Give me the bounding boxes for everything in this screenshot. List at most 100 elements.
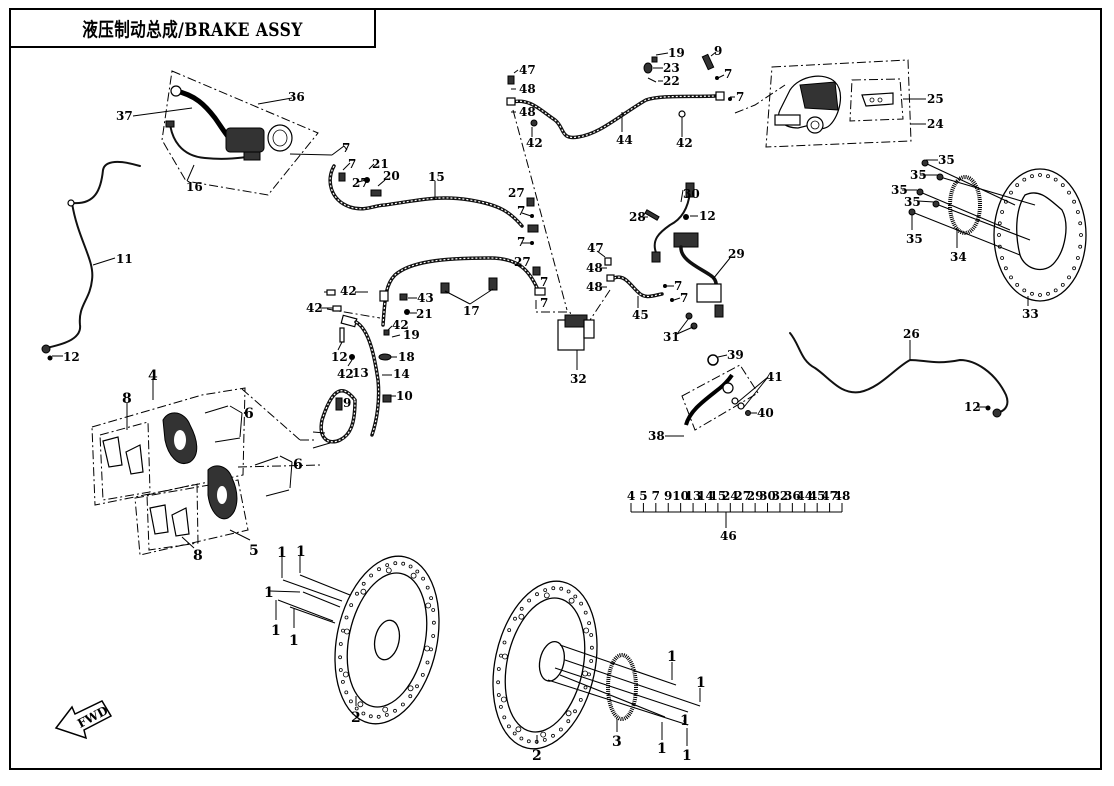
group-outline-24 bbox=[765, 59, 912, 148]
disc-drill-hole bbox=[415, 569, 420, 574]
disc-drill-hole bbox=[506, 724, 511, 729]
callout-29: 29 bbox=[728, 247, 745, 261]
disc-drill-hole bbox=[1030, 291, 1034, 296]
callout-35: 35 bbox=[891, 183, 908, 197]
kit-member-label: 4 bbox=[627, 489, 635, 503]
disc-drill-hole bbox=[573, 709, 577, 714]
disc-drill-hole bbox=[360, 588, 367, 595]
callout-15: 15 bbox=[428, 170, 445, 184]
disc-drill-hole bbox=[551, 733, 555, 738]
disc-drill-hole bbox=[368, 714, 373, 719]
callout-10: 10 bbox=[396, 389, 413, 403]
disc-drill-hole bbox=[357, 701, 364, 708]
callout-36: 36 bbox=[288, 90, 305, 104]
disc-drill-hole bbox=[1009, 275, 1013, 280]
disc-drill-hole bbox=[519, 606, 524, 611]
disc-drill-hole bbox=[519, 736, 524, 741]
callout-1: 1 bbox=[296, 544, 306, 560]
callout-7: 7 bbox=[348, 157, 356, 171]
disc-drill-hole bbox=[502, 715, 507, 720]
callout-40: 40 bbox=[757, 406, 774, 420]
callout-32: 32 bbox=[570, 372, 587, 386]
callout-21: 21 bbox=[416, 307, 433, 321]
kit-member-label: 30 bbox=[759, 489, 776, 503]
callout-27: 27 bbox=[508, 186, 525, 200]
disc-drill-hole bbox=[338, 642, 343, 646]
brake-pad-8b bbox=[149, 504, 169, 535]
callout-26: 26 bbox=[903, 327, 920, 341]
callout-7: 7 bbox=[540, 275, 548, 289]
disc-drill-hole bbox=[518, 613, 525, 620]
callout-1: 1 bbox=[289, 633, 299, 649]
disc-drill-hole bbox=[589, 659, 594, 663]
callout-42: 42 bbox=[340, 284, 357, 298]
disc-drill-hole bbox=[410, 572, 417, 579]
callout-38: 38 bbox=[648, 429, 665, 443]
callout-1: 1 bbox=[657, 741, 667, 757]
disc-drill-hole bbox=[424, 645, 431, 652]
disc-drill-hole bbox=[1079, 233, 1083, 237]
callout-44: 44 bbox=[616, 133, 633, 147]
callout-42: 42 bbox=[676, 136, 693, 150]
kit-member-label: 44 bbox=[796, 489, 813, 503]
disc-drill-hole bbox=[344, 690, 349, 695]
disc-drill-hole bbox=[1000, 256, 1004, 260]
callout-12: 12 bbox=[331, 350, 348, 364]
callout-28: 28 bbox=[629, 210, 646, 224]
callout-42: 42 bbox=[306, 301, 323, 315]
disc-drill-hole bbox=[1076, 210, 1080, 214]
callout-27: 27 bbox=[352, 176, 369, 190]
disc-drill-hole bbox=[1072, 266, 1076, 271]
disc-drill-hole bbox=[393, 561, 398, 566]
disc-drill-hole bbox=[1022, 177, 1027, 182]
disc-drill-hole bbox=[543, 592, 550, 599]
disc-drill-hole bbox=[1067, 190, 1071, 195]
callout-42: 42 bbox=[526, 136, 543, 150]
disc-drill-hole bbox=[1030, 174, 1034, 179]
callout-20: 20 bbox=[383, 169, 400, 183]
disc-drill-hole bbox=[515, 726, 522, 733]
kit-member-label: 47 bbox=[821, 489, 838, 503]
disc-drill-hole bbox=[500, 696, 507, 703]
disc-drill-hole bbox=[513, 616, 517, 621]
callout-35: 35 bbox=[910, 168, 927, 182]
callout-27: 27 bbox=[514, 255, 531, 269]
disc-drill-hole bbox=[385, 567, 392, 574]
callout-33: 33 bbox=[1022, 307, 1039, 321]
callout-48: 48 bbox=[519, 105, 536, 119]
page-title: 液压制动总成/BRAKE ASSY bbox=[82, 18, 303, 41]
callout-13: 13 bbox=[352, 366, 369, 380]
disc-drill-hole bbox=[543, 588, 548, 592]
disc-drill-hole bbox=[496, 667, 501, 671]
disc-drill-hole bbox=[1000, 210, 1004, 214]
disc-drill-hole bbox=[401, 561, 406, 566]
abs-tone-ring-3 bbox=[606, 653, 638, 721]
callout-18: 18 bbox=[398, 350, 415, 364]
kit-member-label: 29 bbox=[747, 489, 764, 503]
disc-drill-hole bbox=[382, 706, 389, 713]
callout-41: 41 bbox=[766, 370, 783, 384]
disc-drill-hole bbox=[361, 711, 366, 716]
callout-35: 35 bbox=[938, 153, 955, 167]
disc-drill-hole bbox=[583, 685, 588, 690]
callout-8: 8 bbox=[122, 391, 132, 407]
disc-drill-hole bbox=[400, 702, 405, 707]
disc-drill-hole bbox=[535, 592, 539, 597]
disc-drill-hole bbox=[431, 608, 436, 612]
disc-drill-hole bbox=[578, 698, 583, 702]
callout-1: 1 bbox=[277, 545, 287, 561]
disc-drill-hole bbox=[551, 586, 556, 591]
disc-drill-hole bbox=[338, 655, 343, 660]
disc-drill-hole bbox=[1038, 173, 1042, 177]
callout-45: 45 bbox=[632, 308, 649, 322]
disc-drill-hole bbox=[408, 694, 413, 699]
callout-2: 2 bbox=[532, 748, 542, 764]
kit-member-label: 7 bbox=[652, 489, 660, 503]
callout-30: 30 bbox=[683, 187, 700, 201]
disc-drill-hole bbox=[393, 708, 397, 713]
callout-3: 3 bbox=[612, 734, 622, 750]
lever-tip bbox=[170, 85, 182, 97]
callout-1: 1 bbox=[682, 748, 692, 764]
callout-48: 48 bbox=[586, 261, 603, 275]
callout-17: 17 bbox=[463, 304, 480, 318]
